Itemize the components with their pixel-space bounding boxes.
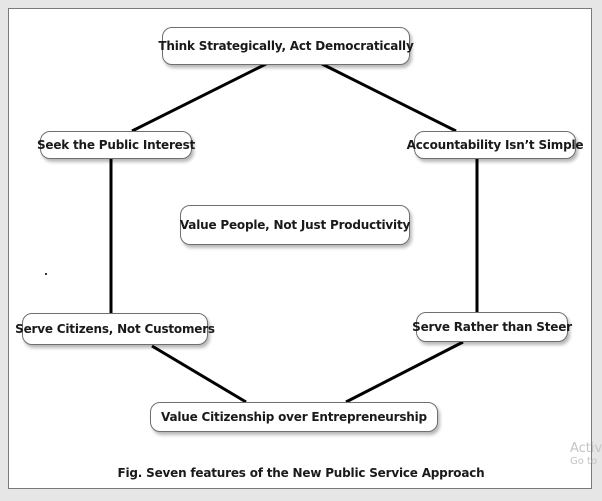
node-think-strategically: Think Strategically, Act Democratically — [158, 27, 414, 65]
node-accountability: Accountability Isn’t Simple — [407, 131, 584, 159]
connector-left-lower-to-bottom — [151, 344, 247, 404]
node-value-people: Value People, Not Just Productivity — [180, 205, 410, 245]
node-label: Serve Rather than Steer — [412, 320, 572, 334]
connector-top-to-left-upper — [131, 62, 267, 133]
watermark-line-2: Go to — [570, 456, 598, 468]
node-label: Value Citizenship over Entrepreneurship — [161, 410, 427, 424]
node-label: Seek the Public Interest — [36, 138, 196, 152]
activation-watermark: Activ Go to — [570, 441, 602, 468]
connector-right-lower-to-bottom — [345, 340, 464, 404]
node-serve-rather-than-steer: Serve Rather than Steer — [412, 312, 572, 342]
node-value-citizenship: Value Citizenship over Entrepreneurship — [150, 402, 438, 432]
stray-dot — [45, 273, 47, 275]
figure-caption: Fig. Seven features of the New Public Se… — [117, 466, 485, 480]
node-serve-citizens: Serve Citizens, Not Customers — [15, 313, 215, 345]
node-label: Value People, Not Just Productivity — [179, 218, 411, 232]
node-seek-public-interest: Seek the Public Interest — [36, 131, 196, 159]
connector-top-to-right-upper — [321, 62, 457, 133]
node-label: Serve Citizens, Not Customers — [15, 322, 215, 336]
watermark-line-1: Activ — [570, 441, 602, 456]
node-label: Accountability Isn’t Simple — [406, 138, 584, 152]
node-label: Think Strategically, Act Democratically — [158, 39, 414, 53]
